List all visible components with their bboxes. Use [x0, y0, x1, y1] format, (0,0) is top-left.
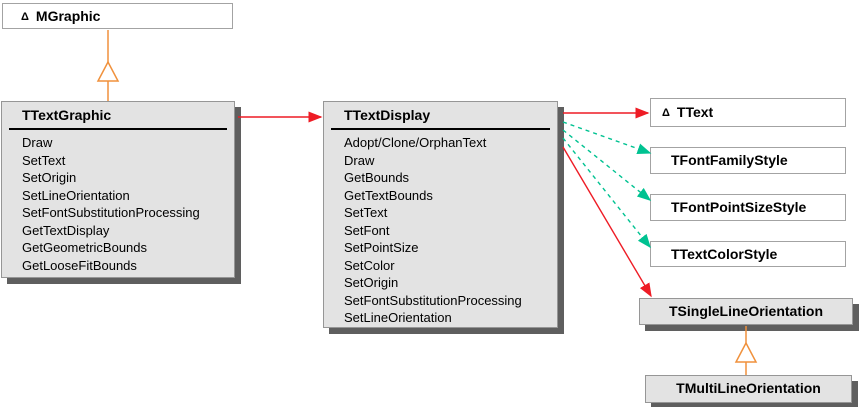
- method-item: SetOrigin: [22, 170, 77, 185]
- method-item: Adopt/Clone/OrphanText: [344, 135, 487, 150]
- title-separator: [331, 128, 550, 130]
- method-item: GetTextBounds: [344, 187, 433, 203]
- class-title: TTextGraphic: [2, 102, 234, 128]
- class-title: TFontPointSizeStyle: [651, 195, 845, 220]
- method-item: SetLineOrientation: [344, 310, 452, 325]
- method-item: GetTextDisplay: [22, 222, 110, 238]
- method-item: SetOrigin: [344, 275, 399, 290]
- class-title: TFontFamilyStyle: [651, 148, 845, 173]
- method-item: SetLineOrientation: [22, 187, 130, 203]
- class-box-tsinglelineorientation: TSingleLineOrientation: [639, 298, 853, 325]
- class-name: MGraphic: [35, 8, 101, 24]
- style-arrow-ttextdisplay-ttextcolorstyle: [562, 137, 651, 249]
- method-item: SetFontSubstitutionProcessing: [344, 292, 522, 308]
- class-box-tmultilineorientation: TMultiLineOrientation: [645, 375, 852, 403]
- inheritance-triangle-icon: [96, 60, 120, 82]
- reference-arrow-ttextdisplay-tsinglelineorientation: [562, 146, 652, 298]
- method-item: SetText: [344, 205, 388, 220]
- method-item: SetColor: [344, 257, 395, 273]
- abstract-class-icon: Δ: [21, 11, 29, 23]
- class-name: TTextDisplay: [344, 107, 431, 123]
- inheritance-triangle-icon: [734, 341, 758, 363]
- method-item: GetLooseFitBounds: [22, 257, 137, 273]
- class-name: TText: [676, 104, 714, 120]
- class-box-mgraphic: Δ MGraphic: [2, 3, 233, 29]
- class-name: TMultiLineOrientation: [676, 380, 821, 396]
- class-title: Δ TText: [651, 99, 845, 126]
- class-title: TSingleLineOrientation: [640, 299, 852, 324]
- class-box-tfontfamilystyle: TFontFamilyStyle: [650, 147, 846, 174]
- class-title: TMultiLineOrientation: [646, 376, 851, 402]
- method-item: SetPointSize: [344, 240, 419, 255]
- class-box-ttext: Δ TText: [650, 98, 846, 127]
- class-title: TTextDisplay: [324, 102, 557, 128]
- method-item: Draw: [344, 152, 375, 168]
- class-box-ttextcolorstyle: TTextColorStyle: [650, 241, 846, 267]
- class-box-tfontpointsizestyle: TFontPointSizeStyle: [650, 194, 846, 221]
- method-item: SetFont: [344, 222, 390, 238]
- class-name: TTextGraphic: [22, 107, 112, 123]
- class-title: Δ MGraphic: [3, 4, 232, 28]
- style-arrow-ttextdisplay-tfontpointsizestyle: [562, 129, 652, 201]
- class-name: TTextColorStyle: [671, 246, 778, 262]
- method-item: Draw: [22, 135, 53, 150]
- method-item: GetGeometricBounds: [22, 240, 148, 255]
- style-arrow-ttextdisplay-tfontfamilystyle: [562, 121, 652, 154]
- class-name: TSingleLineOrientation: [668, 303, 823, 319]
- class-name: TFontFamilyStyle: [671, 152, 788, 168]
- class-name: TFontPointSizeStyle: [671, 199, 807, 215]
- class-title: TTextColorStyle: [651, 242, 845, 266]
- method-item: SetText: [22, 152, 66, 168]
- method-item: SetFontSubstitutionProcessing: [22, 205, 200, 220]
- abstract-class-icon: Δ: [662, 107, 670, 119]
- method-item: GetBounds: [344, 170, 410, 185]
- title-separator: [9, 128, 227, 130]
